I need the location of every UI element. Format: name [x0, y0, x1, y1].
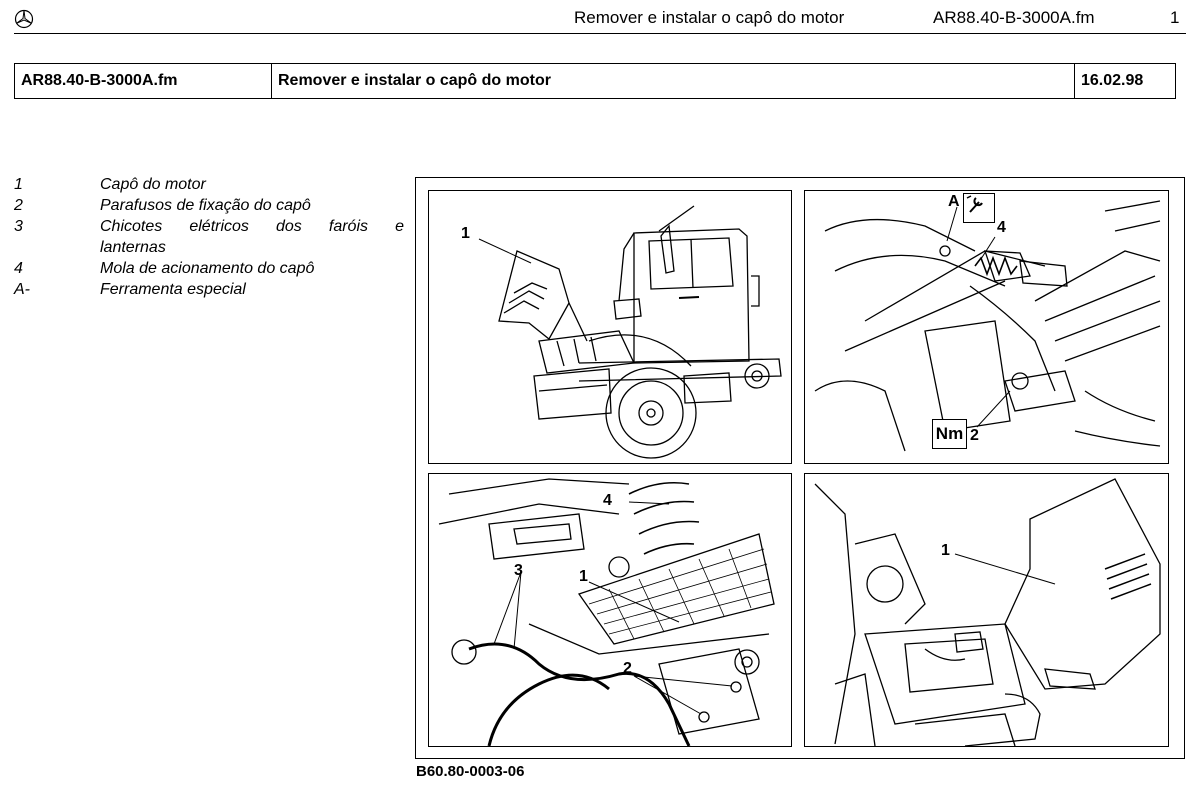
- callout-special-tool: A: [948, 193, 960, 210]
- figure-panel-hinge-detail: A 4 Nm 2: [804, 190, 1169, 464]
- callout-bolts: 2: [970, 427, 979, 444]
- hood-removal-illustration: [814, 478, 1161, 746]
- legend-text: Ferramenta especial: [100, 281, 246, 298]
- title-table-date: 16.02.98: [1081, 72, 1144, 89]
- header-file-name: AR88.40-B-3000A.fm: [933, 8, 1095, 27]
- figure-panel-grille-detail: 4 3 1 2: [428, 473, 792, 747]
- hinge-illustration: [814, 200, 1161, 452]
- header-page-number: 1: [1170, 8, 1180, 27]
- legend-list: 1 Capô do motor 2 Parafusos de fixação d…: [14, 174, 404, 300]
- legend-text: Parafusos de fixação do capô: [100, 197, 311, 214]
- legend-item: 3 Chicotes elétricos dos faróis e: [14, 216, 404, 237]
- figure-frame: [415, 177, 1185, 759]
- legend-number: 2: [14, 197, 23, 214]
- callout-spring: 4: [997, 219, 1006, 236]
- callout-hood: 1: [461, 225, 470, 242]
- mercedes-star-icon: [14, 9, 34, 29]
- header-rule: [14, 33, 1186, 34]
- torque-nm-icon: Nm: [932, 419, 967, 449]
- title-table: AR88.40-B-3000A.fm Remover e instalar o …: [14, 63, 1176, 99]
- header-title: Remover e instalar o capô do motor: [574, 8, 845, 27]
- special-tool-icon: [963, 193, 995, 223]
- legend-text: Mola de acionamento do capô: [100, 260, 315, 277]
- title-table-file: AR88.40-B-3000A.fm: [15, 64, 272, 98]
- legend-number: 4: [14, 260, 23, 277]
- legend-item: A- Ferramenta especial: [14, 279, 404, 300]
- callout-spring: 4: [603, 492, 612, 509]
- figure-panel-truck: 1: [428, 190, 792, 464]
- callout-bolts: 2: [623, 660, 632, 677]
- legend-text: Capô do motor: [100, 176, 206, 193]
- legend-number: [14, 237, 100, 258]
- wrench-glyph: [966, 195, 983, 213]
- legend-number: 1: [14, 176, 23, 193]
- legend-number: A-: [14, 281, 30, 298]
- title-table-title: Remover e instalar o capô do motor: [272, 64, 1075, 98]
- legend-item: 1 Capô do motor: [14, 174, 404, 195]
- legend-text: Chicotes elétricos dos faróis e: [100, 218, 404, 235]
- callout-harness: 3: [514, 562, 523, 579]
- legend-number: 3: [14, 218, 23, 235]
- legend-item: 4 Mola de acionamento do capô: [14, 258, 404, 279]
- legend-text: lanternas: [100, 239, 166, 256]
- callout-hood: 1: [579, 568, 588, 585]
- legend-item: lanternas: [14, 237, 404, 258]
- legend-item: 2 Parafusos de fixação do capô: [14, 195, 404, 216]
- grille-illustration: [438, 478, 775, 746]
- figure-panel-hood-removal: 1: [804, 473, 1169, 747]
- figure-reference: B60.80-0003-06: [416, 763, 525, 780]
- truck-illustration: [478, 205, 782, 459]
- callout-hood: 1: [941, 542, 950, 559]
